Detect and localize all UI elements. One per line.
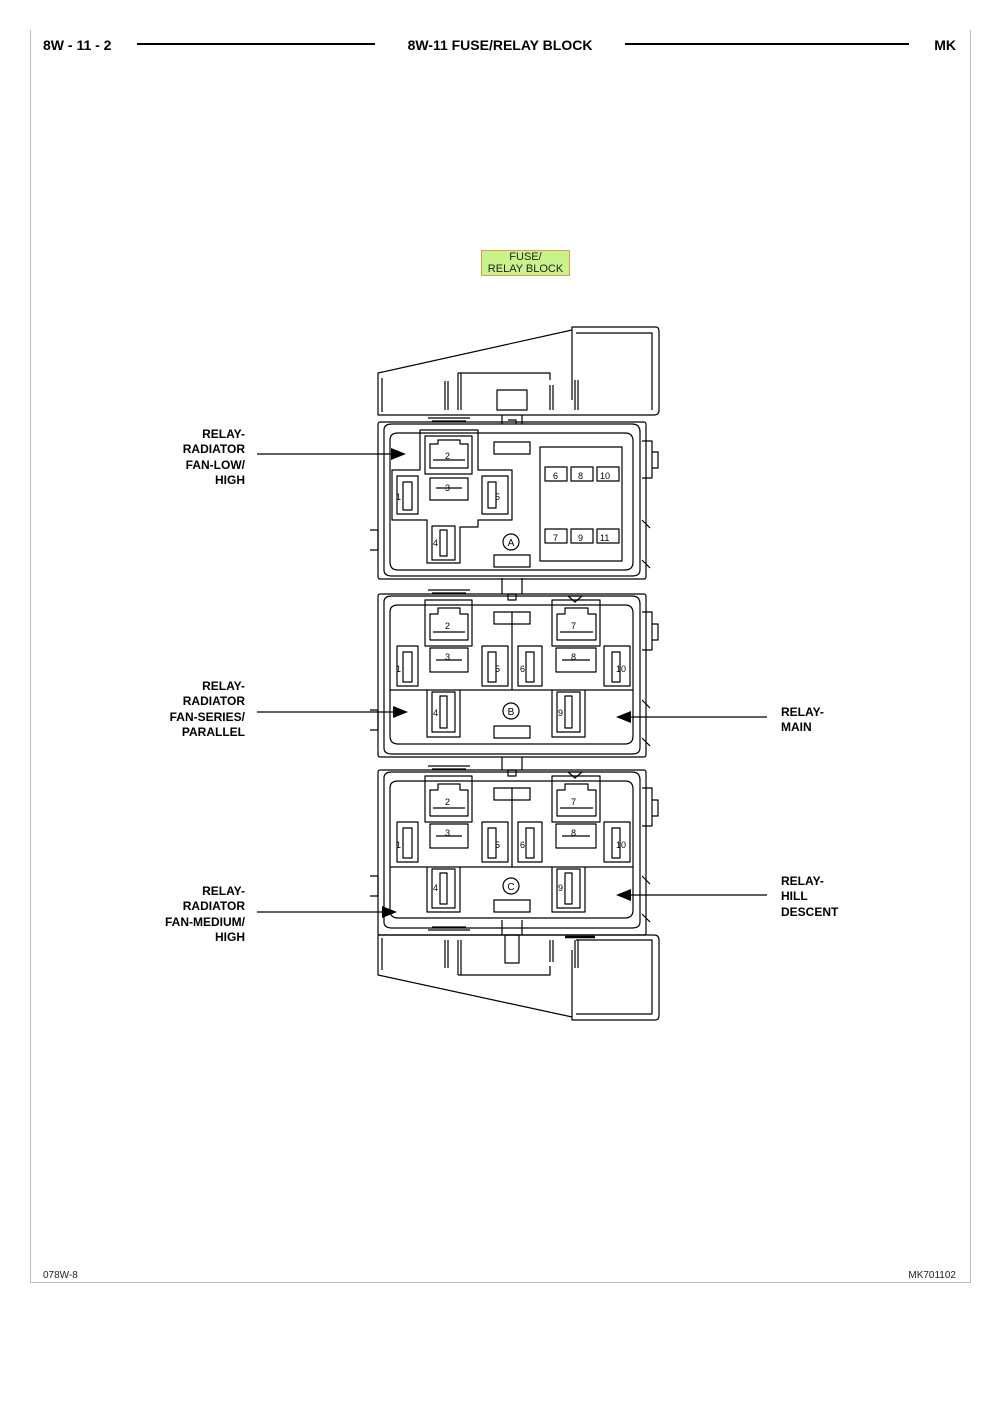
terminal-number-group: 2 3 1 5 4 6 8 10 7 9 11 2 3 1 5 4 7 8 6 … [396,451,626,893]
arrowhead-fan-series-parallel [393,706,408,718]
relay-module-3 [370,765,659,936]
terminal-number: 10 [616,664,626,674]
header-rule-left [137,43,375,45]
terminal-number: 7 [571,621,576,631]
callout-hill-descent: RELAY- HILL DESCENT [781,874,839,919]
terminal-number: 10 [616,840,626,850]
terminal-number: 2 [445,797,450,807]
callout-fan-low-high: RELAY- RADIATOR FAN-LOW/ HIGH [182,427,245,487]
callout-main: RELAY- MAIN [781,705,824,735]
terminal-number: 2 [445,621,450,631]
arrowhead-fan-medium-high [382,906,397,918]
terminal-number: 5 [495,664,500,674]
block-title-text: FUSE/ RELAY BLOCK [487,251,564,275]
arrowhead-main [616,711,631,723]
terminal-number: 11 [600,533,609,543]
terminal-number: 3 [445,828,450,838]
arrowhead-hill-descent [616,889,631,901]
terminal-number: 9 [578,533,583,543]
arrowhead-fan-low-high [391,448,406,460]
model-code: MK [934,37,956,53]
callout-fan-medium-high: RELAY- RADIATOR FAN-MEDIUM/ HIGH [165,884,245,944]
terminal-number: 9 [558,883,563,893]
terminal-number: 7 [571,797,576,807]
terminal-number: 5 [495,492,500,502]
terminal-number: 3 [445,652,450,662]
terminal-number: 1 [396,664,401,674]
cavity-letter-a: A [508,538,515,549]
cavity-letter-c: C [507,882,514,893]
terminal-number: 1 [396,840,401,850]
terminal-number: 10 [600,471,610,481]
terminal-number: 4 [433,708,438,718]
top-cap [377,326,660,416]
relay-module-1 [370,421,659,580]
terminal-number: 8 [571,828,576,838]
bottom-cap [377,934,660,1021]
terminal-number: 8 [571,652,576,662]
callout-fan-series-parallel: RELAY- RADIATOR FAN-SERIES/ PARALLEL [169,679,245,739]
terminal-number: 6 [520,840,525,850]
terminal-number: 1 [396,492,401,502]
relay-module-2 [370,589,659,758]
terminal-number: 6 [553,471,558,481]
figure-code: 078W-8 [43,1270,78,1281]
header-rule-right [625,43,909,45]
terminal-number: 8 [578,471,583,481]
section-title: 8W-11 FUSE/RELAY BLOCK [407,37,593,53]
terminal-number: 3 [445,483,450,493]
part-number: MK701102 [908,1270,956,1281]
terminal-number: 5 [495,840,500,850]
terminal-number: 4 [433,883,438,893]
terminal-number: 9 [558,708,563,718]
terminal-number: 2 [445,451,450,461]
terminal-number: 6 [520,664,525,674]
page-frame [30,30,971,1283]
block-title-label: FUSE/ RELAY BLOCK [481,250,570,276]
terminal-number: 7 [553,533,558,543]
page-code: 8W - 11 - 2 [43,37,112,53]
terminal-number: 4 [433,538,438,548]
cavity-letter-b: B [508,707,515,718]
